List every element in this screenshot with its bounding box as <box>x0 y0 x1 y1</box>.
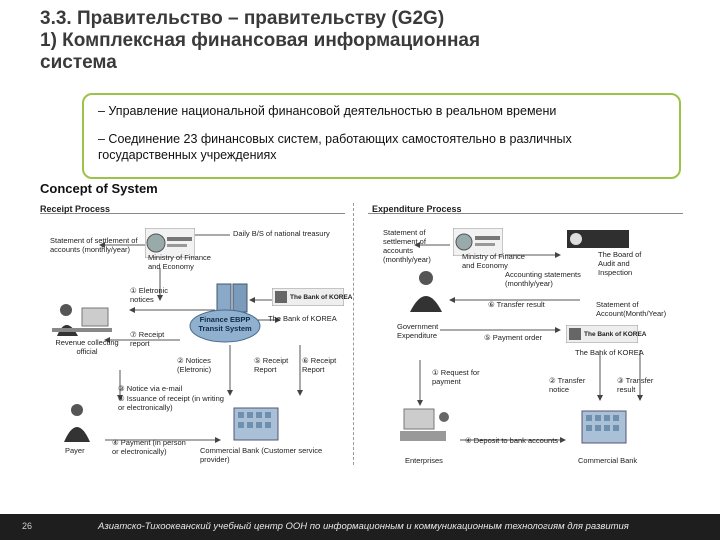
revenue-official-icon <box>52 300 112 338</box>
expenditure-title: Expenditure Process <box>372 204 462 214</box>
exp-step4-label: ④ Deposit to bank accounts <box>465 436 559 445</box>
board-logo-icon <box>567 230 629 248</box>
receipt-ministry-label: Ministry of Finance and Economy <box>148 253 211 271</box>
page-title: 3.3. Правительство – правительству (G2G)… <box>40 8 680 74</box>
gov-official-icon <box>400 268 450 312</box>
section-divider <box>353 203 354 465</box>
accounting-statements-label: Accounting statements (monthly/year) <box>505 270 581 288</box>
revenue-official-label: Revenue collecting official <box>55 338 119 356</box>
summary-box: – Управление национальной финансовой дея… <box>82 93 681 179</box>
title-line-2: 1) Комплексная финансовая информационная <box>40 30 481 51</box>
commercial-bank-building-icon <box>232 402 280 442</box>
daily-bs-label: Daily B/S of national treasury <box>233 229 330 238</box>
footer-bar: 26 Азиатско-Тихоокеанский учебный центр … <box>0 514 720 540</box>
exp-step6-label: ⑥ Transfer result <box>488 300 545 309</box>
receipt-step5-label: ⑤ Receipt Report <box>254 356 289 374</box>
receipt-statement-label: Statement of settlement of accounts (mon… <box>50 236 138 254</box>
exp-step3-label: ③ Transfer result <box>617 376 654 394</box>
receipt-rule <box>40 213 345 214</box>
title-line-1: 3.3. Правительство – правительству (G2G) <box>40 8 445 29</box>
receipt-payment-label: ④ Payment (in person or electronically) <box>112 438 186 456</box>
enterprises-label: Enterprises <box>405 456 443 465</box>
exp-step1-label: ① Request for payment <box>432 368 480 386</box>
transit-system-cloud: Finance EBPP Transit System <box>188 306 262 344</box>
bank-logo-icon: The Bank of KOREA <box>271 287 352 307</box>
gov-expenditure-label: Government Expenditure <box>397 322 439 340</box>
receipt-step1-label: ① Eletronic notices <box>130 286 168 304</box>
bank-logo-text: The Bank of KOREA <box>290 294 353 301</box>
statement-account-label: Statement of Account(Month/Year) <box>596 300 667 318</box>
exp-bank-label: The Bank of KOREA <box>575 348 644 357</box>
receipt-step3-label: ③ Notice via e-mail <box>118 384 183 393</box>
receipt-commercial-label: Commercial Bank (Customer service provid… <box>200 446 323 464</box>
enterprises-icon <box>396 405 456 447</box>
receipt-step4-label: ④ Issuance of receipt (in writing or ele… <box>118 394 224 412</box>
bullet-realtime: – Управление национальной финансовой дея… <box>98 104 557 118</box>
exp-step5-label: ⑤ Payment order <box>484 333 542 342</box>
receipt-step7-label: ⑦ Receipt report <box>130 330 165 348</box>
page-number: 26 <box>22 521 33 531</box>
title-line-3: система <box>40 52 117 73</box>
expenditure-rule <box>368 213 683 214</box>
payer-icon <box>60 402 94 442</box>
exp-statement-label: Statement of settlement of accounts (mon… <box>383 228 431 264</box>
receipt-step6-label: ⑥ Receipt Report <box>302 356 337 374</box>
receipt-title: Receipt Process <box>40 204 111 214</box>
payer-label: Payer <box>65 446 85 455</box>
board-label: The Board of Audit and Inspection <box>598 250 642 277</box>
exp-ministry-label: Ministry of Finance and Economy <box>462 252 525 270</box>
receipt-step2-label: ② Notices (Eletronic) <box>177 356 212 374</box>
exp-commercial-bank-icon <box>580 405 628 445</box>
transit-system-label: Finance EBPP Transit System <box>198 315 252 333</box>
ministry-seal-icon <box>144 227 196 259</box>
exp-commercial-label: Commercial Bank <box>578 456 638 465</box>
exp-bank-logo-text: The Bank of KOREA <box>584 331 647 338</box>
exp-bank-logo-icon: The Bank of KOREA <box>565 324 646 344</box>
footer-text: Азиатско-Тихоокеанский учебный центр ООН… <box>98 521 629 532</box>
bullet-integration: – Соединение 23 финансовых систем, работ… <box>98 132 572 162</box>
exp-step2-label: ② Transfer notice <box>549 376 586 394</box>
concept-heading: Concept of System <box>40 181 158 196</box>
receipt-bank-label: The Bank of KOREA <box>268 314 337 323</box>
exp-ministry-seal-icon <box>452 227 504 257</box>
